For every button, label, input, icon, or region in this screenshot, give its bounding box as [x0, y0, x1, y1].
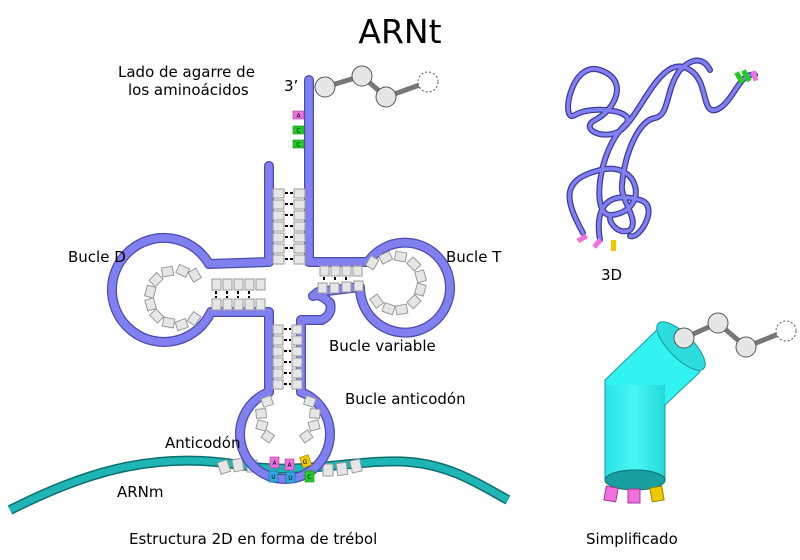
- anticodon-base-1-letter: A: [272, 460, 277, 467]
- t-loop-nucleotides: [364, 250, 427, 316]
- acceptor-stem-pairs: [272, 188, 306, 265]
- anticodon-base-2-letter: A: [287, 462, 292, 469]
- mrna-nucleotides: [216, 457, 363, 477]
- anticodon-base-3: [299, 454, 313, 469]
- amino-acid-chain-icon: [314, 65, 439, 108]
- anticodon-stem-pairs: [272, 324, 303, 390]
- anticodon-base-2: [284, 458, 295, 471]
- codon-base-2-letter: U: [288, 475, 292, 482]
- tertiary-structure-icon: [565, 57, 759, 251]
- acceptor-base-3-letter: C: [296, 142, 300, 149]
- variable-loop-label: Bucle variable: [329, 337, 436, 355]
- acceptor-bases: A C C: [292, 110, 305, 149]
- label-3d: 3D: [601, 266, 623, 284]
- mrna-strand: [7, 455, 511, 515]
- caption-simplified: Simplificado: [586, 530, 678, 548]
- anticodon-base-1: [269, 456, 280, 469]
- caption-2d: Estructura 2D en forma de trébol: [129, 530, 378, 548]
- anticodon-label: Anticodón: [165, 434, 241, 452]
- t-stem-pairs: [317, 265, 364, 294]
- acceptor-base-1: [292, 110, 305, 120]
- codon-base-3-letter: C: [307, 474, 311, 481]
- codon-base-2: [285, 471, 296, 484]
- codon-base-1-letter: U: [271, 474, 275, 481]
- acceptor-side-label-line1: Lado de agarre de: [118, 63, 255, 81]
- d-loop-label: Bucle D: [68, 248, 126, 266]
- anticodon-loop-nucleotides: [255, 394, 321, 444]
- codon-bases: U U C: [268, 470, 315, 484]
- acceptor-base-3: [292, 139, 305, 149]
- anticodon-base-3-letter: G: [303, 459, 308, 466]
- codon-base-3: [304, 470, 315, 483]
- acceptor-side-label-line2: los aminoácidos: [128, 81, 249, 99]
- anticodon-loop-label: Bucle anticodón: [345, 390, 466, 408]
- trna-backbone: [106, 75, 455, 484]
- acceptor-base-1-letter: A: [296, 113, 301, 120]
- page-title: ARNt: [358, 12, 442, 51]
- acceptor-base-2: [292, 125, 305, 135]
- d-loop-nucleotides: [143, 263, 203, 332]
- mrna-label: ARNm: [117, 483, 164, 501]
- anticodon-bases: A A G: [269, 454, 313, 471]
- codon-base-1: [268, 470, 279, 483]
- d-stem-pairs: [211, 278, 266, 311]
- acceptor-base-2-letter: C: [296, 128, 300, 135]
- cylinder-model-icon: [603, 312, 797, 504]
- three-prime-label: 3’: [284, 77, 299, 95]
- t-loop-label: Bucle T: [446, 248, 502, 266]
